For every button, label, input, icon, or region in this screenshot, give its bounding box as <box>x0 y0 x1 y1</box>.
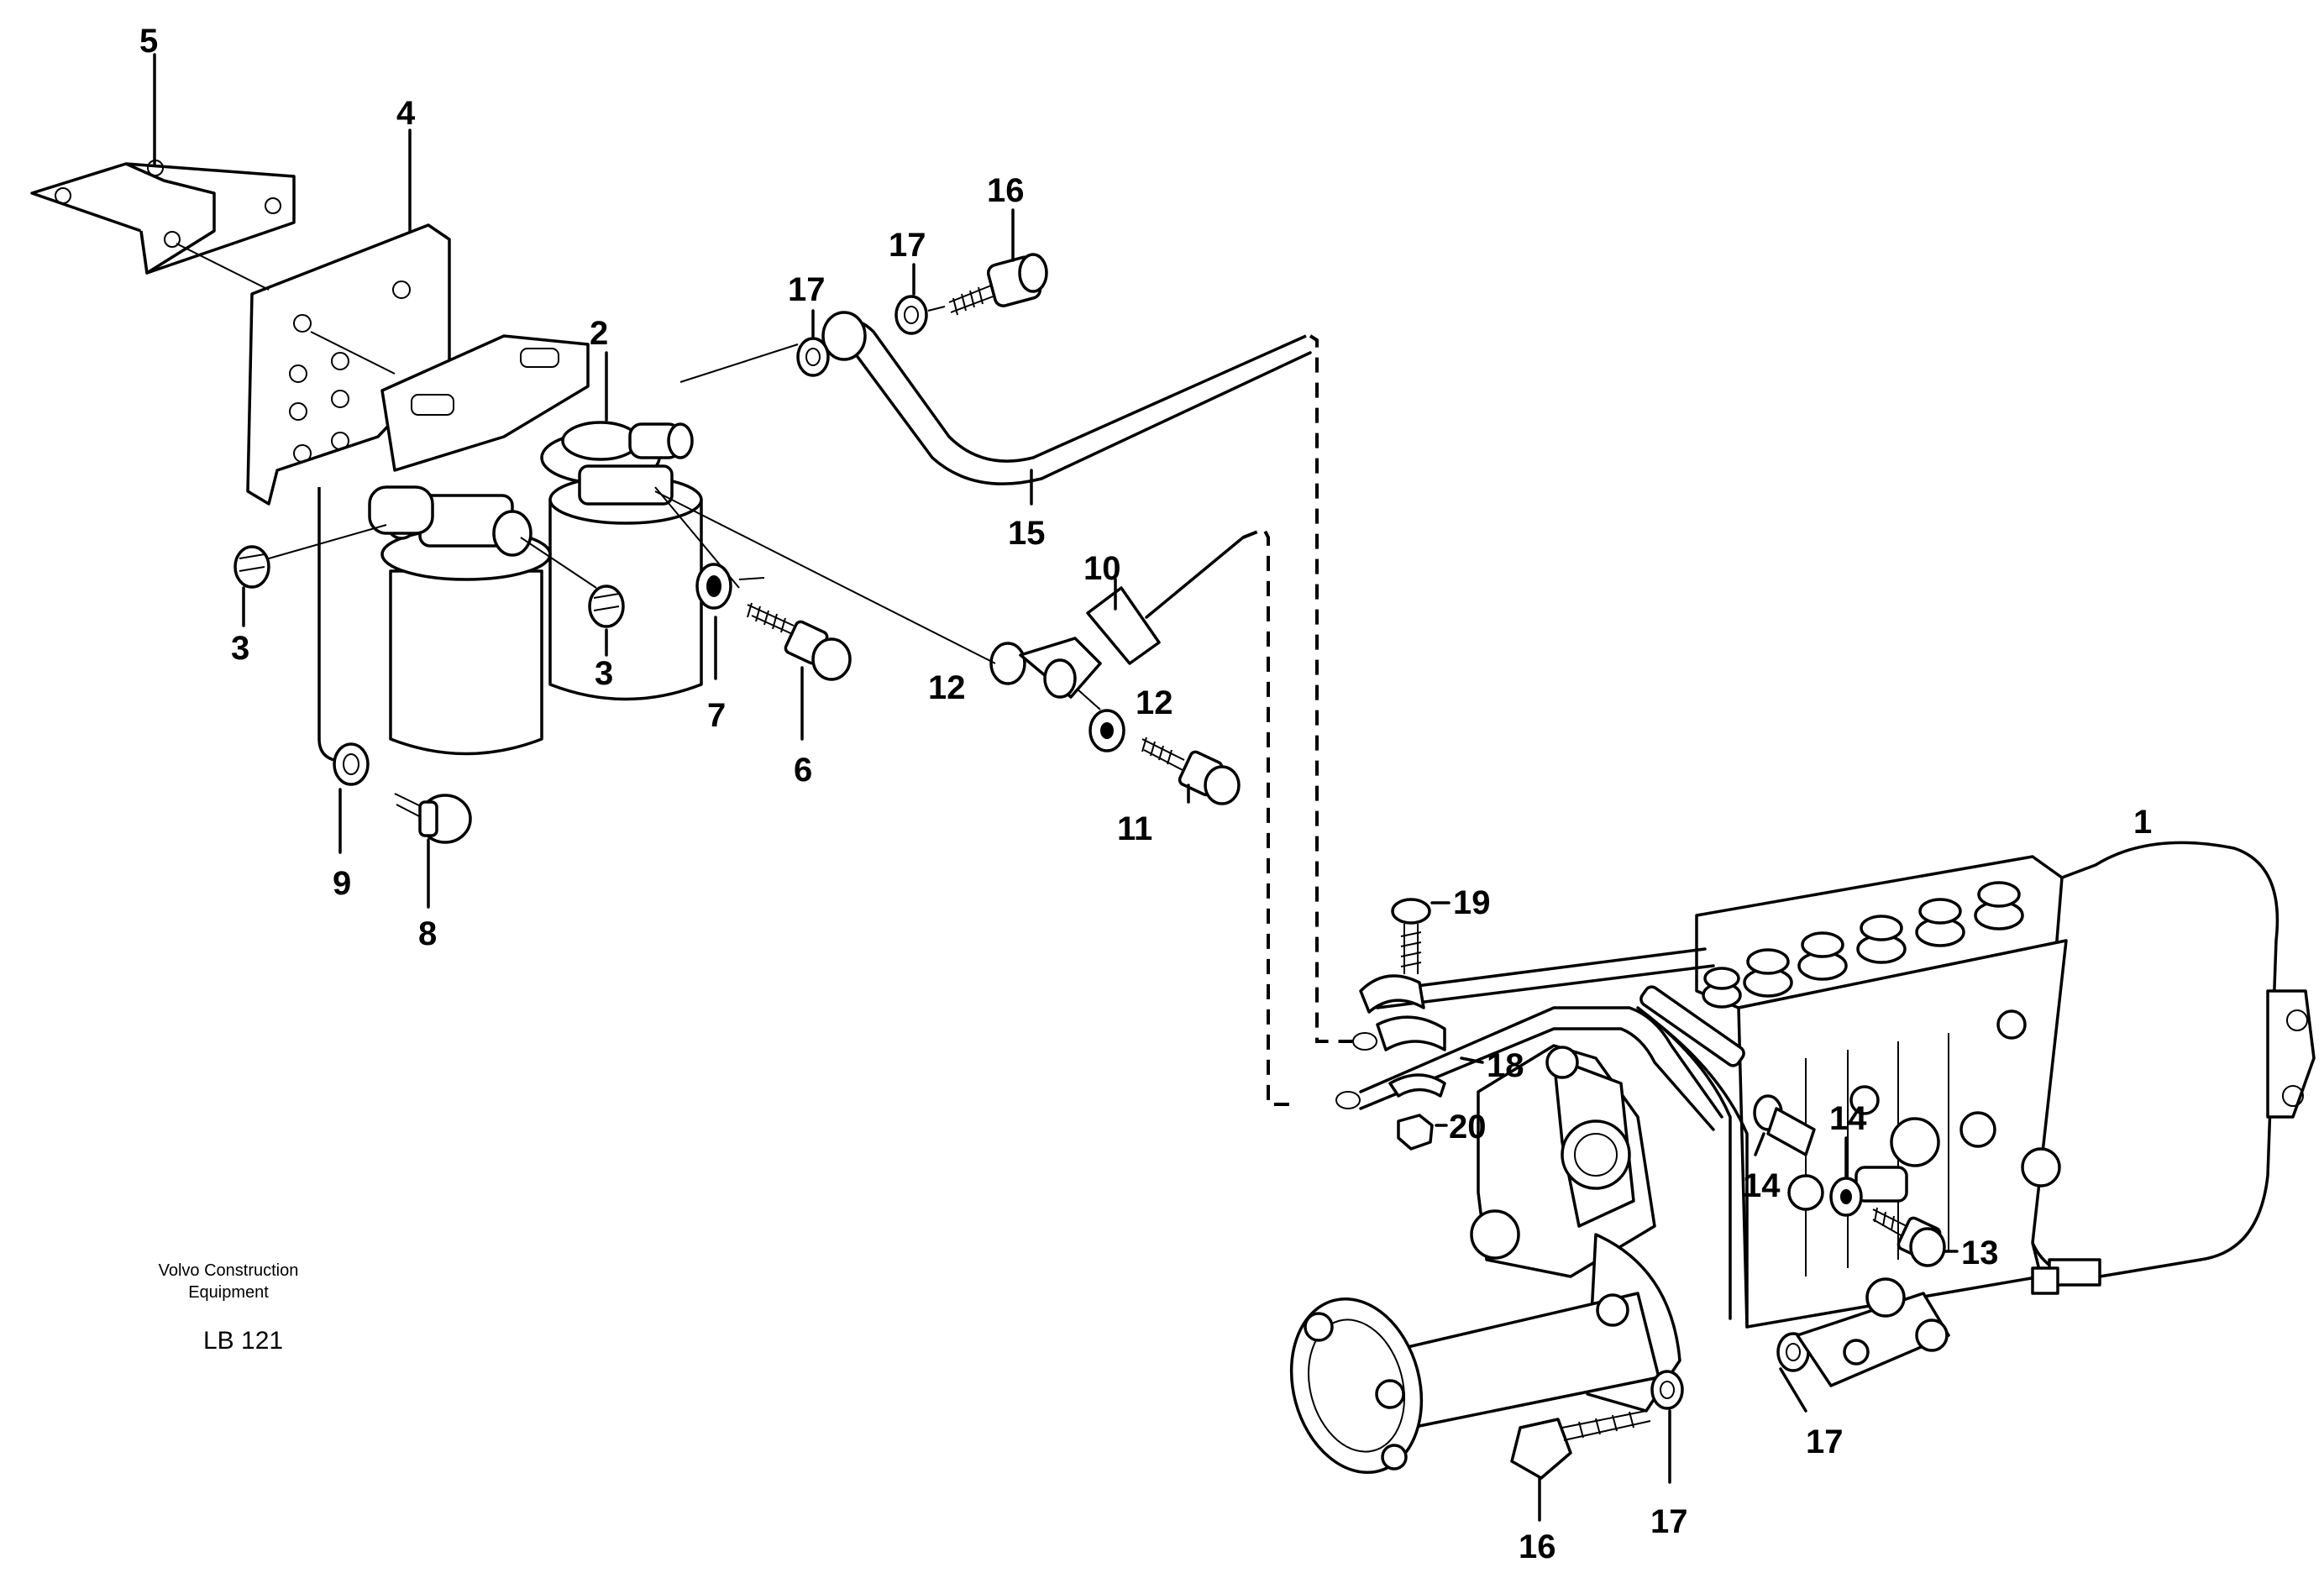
delivery-valve-6 <box>1974 881 2024 931</box>
filter-cartridge-right <box>548 464 703 701</box>
callout-2: 2 <box>590 315 608 352</box>
callout-13: 13 <box>1961 1235 1999 1271</box>
part-3-plug-right <box>520 537 625 657</box>
callout-11: 11 <box>1117 810 1152 847</box>
diagram-caption: Volvo Construction Equipment LB 121 <box>126 1260 331 1355</box>
callout-6: 6 <box>794 752 812 789</box>
part-17-washer-top-b <box>894 263 946 335</box>
callout-8: 8 <box>418 915 437 952</box>
dashed-routing-lines <box>1242 334 1352 1106</box>
callout-12-right: 12 <box>1136 684 1173 721</box>
callout-15: 15 <box>1008 515 1046 552</box>
callout-12-left: 12 <box>928 669 966 706</box>
part-14-washer-a <box>1753 1094 1816 1156</box>
part-20-nut <box>1397 1114 1448 1151</box>
callout-5: 5 <box>139 23 158 60</box>
filter-cartridge-left <box>368 485 552 756</box>
callout-10: 10 <box>1083 550 1121 587</box>
callout-17-bottom-right: 17 <box>1806 1423 1844 1460</box>
part-7-washer <box>695 563 765 680</box>
delivery-valve-2 <box>1743 948 1793 998</box>
part-3-plug-left <box>233 524 387 627</box>
delivery-valve-1 <box>1702 967 1742 1009</box>
callout-19: 19 <box>1453 884 1491 921</box>
caption-company-line1: Volvo Construction <box>158 1261 299 1280</box>
part-1-injection-pump <box>1695 841 2316 1329</box>
callout-9: 9 <box>333 865 351 902</box>
part-8-plug <box>317 487 472 909</box>
part-17-washer-top-a <box>796 309 830 377</box>
part-16-banjo-bolt-top <box>948 208 1048 316</box>
callout-3-left: 3 <box>231 630 249 667</box>
callout-16-bottom: 16 <box>1519 1528 1556 1565</box>
callout-20: 20 <box>1449 1109 1487 1145</box>
callout-3-right: 3 <box>595 655 613 692</box>
callout-14-left: 14 <box>1743 1167 1781 1204</box>
caption-company-line2: Equipment <box>188 1283 269 1302</box>
part-17-washer-bottom-a <box>1650 1370 1684 1484</box>
part-6-banjo-bolt <box>654 486 852 741</box>
callout-17-bottom-center: 17 <box>1650 1503 1688 1540</box>
part-18-clamp <box>1335 974 1484 1109</box>
part-9-washer <box>333 742 370 854</box>
part-4-plate <box>176 128 451 506</box>
callout-17-top-a: 17 <box>788 271 826 308</box>
delivery-valve-4 <box>1856 915 1907 964</box>
caption-diagram-code: LB 121 <box>203 1327 284 1355</box>
callout-1: 1 <box>2133 804 2152 841</box>
part-15-fuel-pipe <box>679 311 1312 506</box>
part-13-banjo-bolt <box>1872 1207 1959 1267</box>
pump-fuel-lines <box>1359 947 1749 1329</box>
delivery-valve-5 <box>1915 898 1965 947</box>
part-10-pipe-fitting <box>1086 536 1245 665</box>
callout-17-top-b: 17 <box>889 227 926 264</box>
callout-18: 18 <box>1487 1047 1524 1084</box>
part-12-washer-b <box>1089 709 1125 752</box>
pump-drive-flange <box>1289 1292 1660 1475</box>
callout-4: 4 <box>396 95 416 132</box>
callout-16-top: 16 <box>987 172 1025 209</box>
delivery-valve-3 <box>1797 931 1848 981</box>
part-14-washer-b <box>1829 1136 1863 1217</box>
callout-14-right: 14 <box>1829 1100 1867 1137</box>
overflow-valve <box>1796 1277 1950 1387</box>
part-16-banjo-bolt-bottom <box>1510 1410 1651 1522</box>
part-12-washer-a <box>654 490 1102 710</box>
part-11-banjo-bolt <box>1141 737 1241 805</box>
part-19-screw <box>1391 898 1451 974</box>
callout-7: 7 <box>707 697 726 734</box>
part-5-bracket <box>30 53 296 275</box>
callout-labels: 5 4 2 17 17 16 3 3 7 6 15 10 12 12 11 9 … <box>139 23 2152 1565</box>
